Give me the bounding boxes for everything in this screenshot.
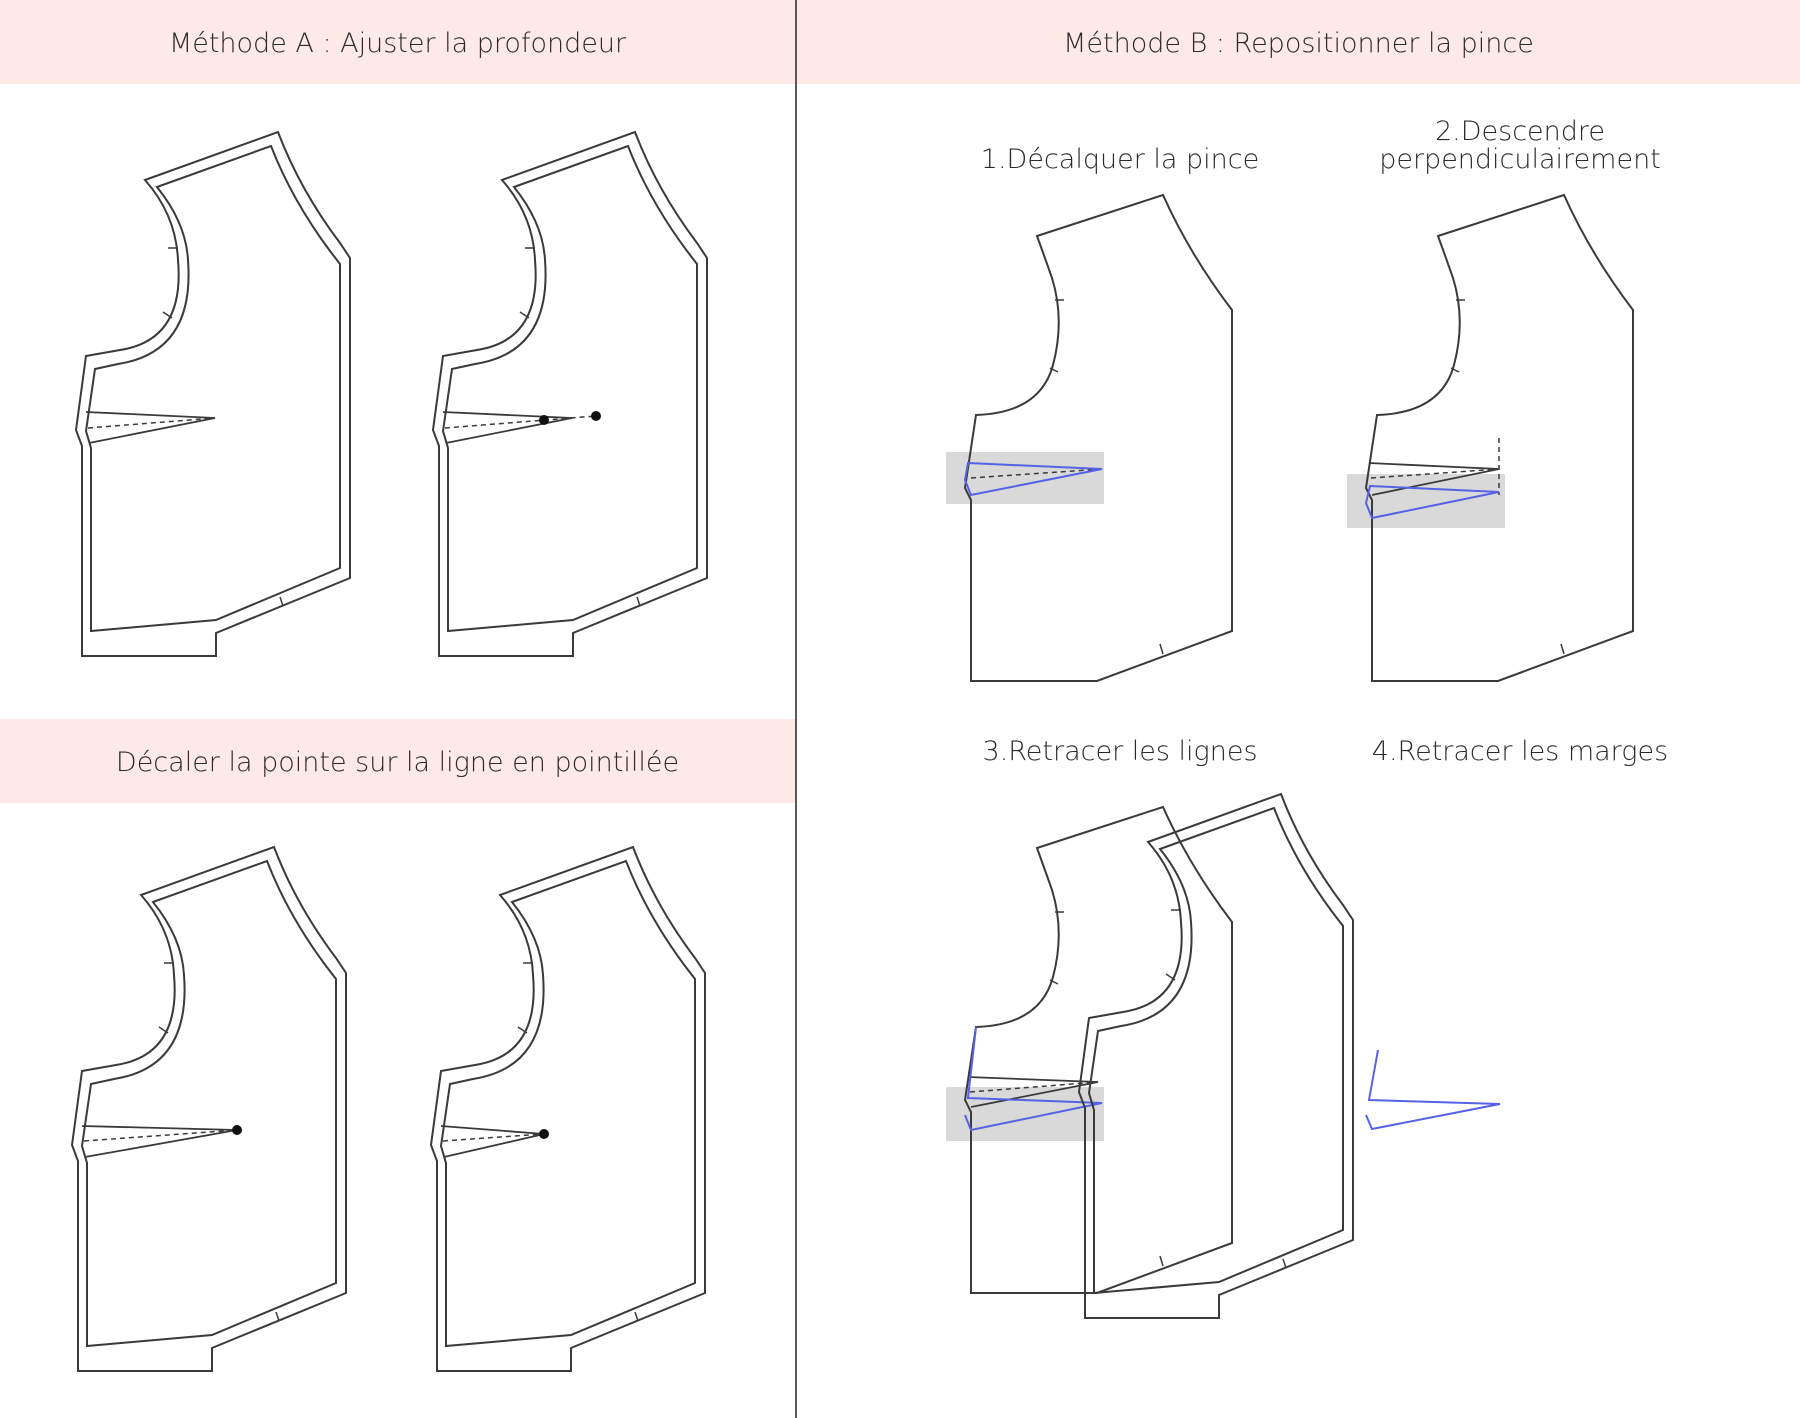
step-3-label: 3.Retracer les lignes <box>982 736 1258 767</box>
step-2-figure <box>1347 194 1634 682</box>
step-1-label: 1.Décalquer la pince <box>980 144 1260 175</box>
moved-dart <box>1364 484 1500 520</box>
step-4-label: 4.Retracer les marges <box>1371 736 1669 767</box>
dart-center-line-extended <box>444 415 597 429</box>
highlight-box <box>1347 474 1505 528</box>
dart-legs <box>442 411 573 444</box>
dart-center-line <box>970 468 1103 479</box>
step-3-figure <box>946 806 1233 1294</box>
step-4-figure <box>1078 793 1501 1319</box>
method-a-header-band: Méthode A : Ajuster la profondeur <box>0 0 795 84</box>
dart-point <box>539 1129 549 1139</box>
method-a-figure-2 <box>432 131 708 657</box>
method-a-figure-1 <box>75 131 351 657</box>
dart-legs <box>440 1125 545 1158</box>
dart-point <box>232 1125 242 1135</box>
dart-center-line <box>969 1081 1099 1093</box>
method-a-figure-3 <box>71 846 347 1372</box>
column-divider <box>795 0 797 1418</box>
retraced-lines <box>964 1026 1103 1132</box>
method-a-figure-4 <box>430 846 706 1372</box>
method-b-header-band: Méthode B : Repositionner la pince <box>797 0 1800 84</box>
method-a-sub-header-band: Décaler la pointe sur la ligne en pointi… <box>0 719 795 803</box>
traced-dart <box>963 461 1103 497</box>
method-a-title: Méthode A : Ajuster la profondeur <box>168 28 627 59</box>
retraced-margins-dart <box>1365 1049 1501 1131</box>
dart-center-line <box>83 1129 238 1142</box>
dart-center-line <box>87 417 216 429</box>
method-a-sub-title: Décaler la pointe sur la ligne en pointi… <box>115 747 680 778</box>
method-b-title: Méthode B : Repositionner la pince <box>1063 28 1534 59</box>
dart-legs <box>85 411 216 444</box>
step-2-label: 2.Descendre perpendiculairement <box>1379 116 1661 175</box>
original-dart-point <box>539 415 549 425</box>
dart-legs <box>81 1125 238 1158</box>
dart-center-line <box>442 1133 545 1142</box>
step-1-figure <box>946 194 1233 682</box>
new-dart-point <box>591 411 601 421</box>
dart-center-line <box>1370 468 1500 479</box>
